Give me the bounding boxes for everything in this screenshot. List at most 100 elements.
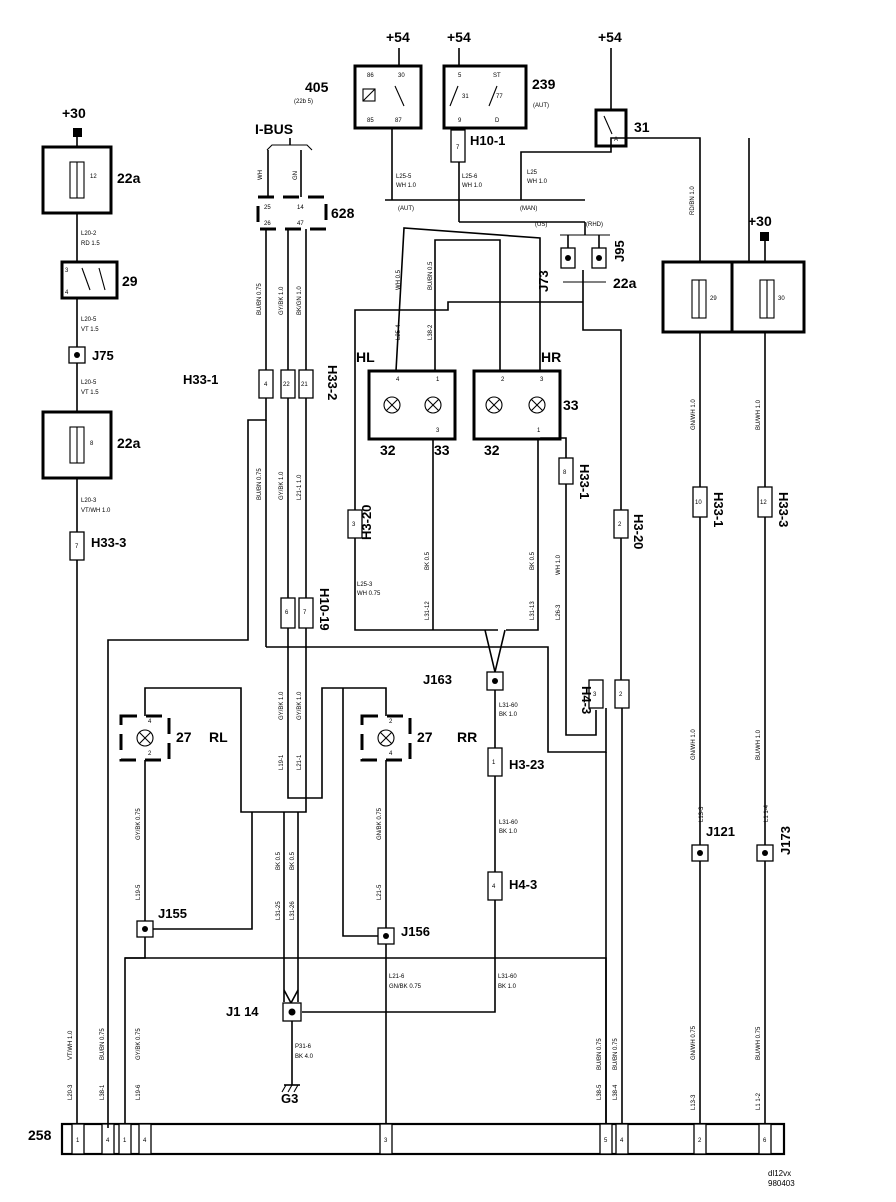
svg-text:2: 2 bbox=[389, 719, 393, 725]
pin-258-9 bbox=[758, 1123, 772, 1155]
svg-text:3: 3 bbox=[593, 692, 597, 698]
label-j121: J121 bbox=[706, 824, 735, 839]
svg-text:L21-1: L21-1 bbox=[297, 754, 303, 770]
svg-text:47: 47 bbox=[297, 221, 304, 227]
svg-text:WH 1.0: WH 1.0 bbox=[556, 554, 562, 575]
svg-text:D: D bbox=[495, 118, 500, 124]
svg-text:2: 2 bbox=[618, 522, 622, 528]
label-258: 258 bbox=[28, 1127, 52, 1143]
switch-239: 5 ST 31 77 9 D bbox=[442, 64, 528, 130]
svg-text:5: 5 bbox=[458, 73, 462, 79]
svg-text:22: 22 bbox=[283, 382, 290, 388]
svg-text:1: 1 bbox=[492, 760, 496, 766]
wire-l25: L25 bbox=[527, 170, 538, 176]
wire-l20-3: L20-3 bbox=[81, 498, 97, 504]
svg-text:L21-5: L21-5 bbox=[377, 884, 383, 900]
svg-text:1: 1 bbox=[76, 1138, 80, 1144]
svg-text:87: 87 bbox=[395, 118, 402, 124]
wire-l21-6: L21-6 bbox=[389, 974, 405, 980]
label-g3: G3 bbox=[281, 1091, 298, 1106]
pin-258-4 bbox=[138, 1123, 152, 1155]
footer-code-1: dl12vx bbox=[768, 1169, 791, 1178]
label-h33-1-left: H33-1 bbox=[183, 372, 218, 387]
relay-29: 3 4 bbox=[60, 260, 119, 300]
svg-text:L19-6: L19-6 bbox=[136, 1084, 142, 1100]
svg-text:GY/BK 1.0: GY/BK 1.0 bbox=[297, 691, 303, 720]
svg-text:21: 21 bbox=[301, 382, 308, 388]
supply-plus54-c: +54 bbox=[598, 29, 622, 45]
svg-text:10: 10 bbox=[695, 500, 702, 506]
svg-text:GY/BK 0.75: GY/BK 0.75 bbox=[136, 1028, 142, 1060]
svg-text:26: 26 bbox=[264, 221, 271, 227]
label-h33-3-left: H33-3 bbox=[91, 535, 126, 550]
svg-text:BU/WH 0.75: BU/WH 0.75 bbox=[756, 1026, 762, 1060]
svg-text:BU/BN 0.75: BU/BN 0.75 bbox=[257, 468, 263, 500]
pin-258-7 bbox=[615, 1123, 629, 1155]
svg-text:86: 86 bbox=[367, 73, 374, 79]
supply-plus30-right: +30 bbox=[748, 213, 772, 229]
lamp-32-right-icon bbox=[485, 396, 503, 414]
svg-text:GN: GN bbox=[293, 171, 299, 180]
svg-text:1: 1 bbox=[537, 428, 541, 434]
wire-l20-5-b: L20-5 bbox=[81, 380, 97, 386]
pin-258-3 bbox=[118, 1123, 132, 1155]
wire-l25-5-color: WH 1.0 bbox=[396, 183, 417, 189]
svg-text:ST: ST bbox=[493, 73, 501, 79]
lamp-33-right-icon bbox=[528, 396, 546, 414]
svg-text:2: 2 bbox=[619, 692, 623, 698]
headlight-hr bbox=[472, 369, 562, 441]
svg-text:BK 0.5: BK 0.5 bbox=[290, 851, 296, 870]
label-j163: J163 bbox=[423, 672, 452, 687]
label-h3-20-right: H3-20 bbox=[631, 514, 646, 549]
svg-text:31: 31 bbox=[462, 94, 469, 100]
svg-text:2: 2 bbox=[148, 751, 152, 757]
svg-text:VT/WH 1.0: VT/WH 1.0 bbox=[68, 1030, 74, 1060]
svg-text:6: 6 bbox=[763, 1138, 767, 1144]
label-33-right: 33 bbox=[563, 397, 579, 413]
svg-text:L21-1 1.0: L21-1 1.0 bbox=[297, 474, 303, 500]
svg-text:BU/BN 0.75: BU/BN 0.75 bbox=[597, 1038, 603, 1070]
svg-text:77: 77 bbox=[496, 94, 503, 100]
connector-strip-258 bbox=[60, 1122, 786, 1156]
svg-text:BU/BN 0.75: BU/BN 0.75 bbox=[257, 283, 263, 315]
label-j95: J95 bbox=[612, 240, 627, 262]
svg-text:3: 3 bbox=[352, 522, 356, 528]
label-j75: J75 bbox=[92, 348, 114, 363]
footer-code-2: 980403 bbox=[768, 1179, 795, 1188]
wire-l25-3-color: WH 0.75 bbox=[357, 591, 381, 597]
wire-p31-6: P31-6 bbox=[295, 1044, 312, 1050]
svg-text:1: 1 bbox=[123, 1138, 127, 1144]
svg-text:L26-3: L26-3 bbox=[556, 604, 562, 620]
svg-text:BK 0.5: BK 0.5 bbox=[276, 851, 282, 870]
wire-p31-6-color: BK 4.0 bbox=[295, 1054, 314, 1060]
wire-l31-60-a: L31-60 bbox=[499, 703, 518, 709]
svg-text:4: 4 bbox=[264, 382, 268, 388]
wire-l13-3-upper: L13-3 bbox=[699, 806, 705, 822]
wire-l20-2-color: RD 1.5 bbox=[81, 241, 100, 247]
lamp-32-left-icon bbox=[383, 396, 401, 414]
svg-text:GN/WH 1.0: GN/WH 1.0 bbox=[691, 729, 697, 760]
pin-258-6 bbox=[599, 1123, 613, 1155]
variant-rhd: (RHD) bbox=[586, 222, 603, 228]
svg-text:GN/WH 0.75: GN/WH 0.75 bbox=[691, 1025, 697, 1060]
svg-text:4: 4 bbox=[492, 884, 496, 890]
svg-text:1: 1 bbox=[436, 377, 440, 383]
svg-text:4: 4 bbox=[106, 1138, 110, 1144]
supply-plus54-a: +54 bbox=[386, 29, 410, 45]
label-33-left: 33 bbox=[434, 442, 450, 458]
svg-text:29: 29 bbox=[710, 296, 717, 302]
variant-man: (MAN) bbox=[520, 206, 537, 212]
svg-text:RD/BN 1.0: RD/BN 1.0 bbox=[690, 186, 696, 215]
label-j156: J156 bbox=[401, 924, 430, 939]
label-628: 628 bbox=[331, 205, 355, 221]
svg-text:L31-13: L31-13 bbox=[530, 601, 536, 620]
svg-text:BU/WH 1.0: BU/WH 1.0 bbox=[756, 729, 762, 760]
label-29: 29 bbox=[122, 273, 138, 289]
label-22a-top: 22a bbox=[117, 170, 141, 186]
svg-text:5: 5 bbox=[604, 1138, 608, 1144]
svg-text:L20-3: L20-3 bbox=[68, 1084, 74, 1100]
svg-text:GY/BK 1.0: GY/BK 1.0 bbox=[279, 691, 285, 720]
wire-l20-5-a-color: VT 1.5 bbox=[81, 327, 99, 333]
wire-l25-3: L25-3 bbox=[357, 582, 373, 588]
wire-l1-4: L1 1-4 bbox=[764, 804, 770, 822]
